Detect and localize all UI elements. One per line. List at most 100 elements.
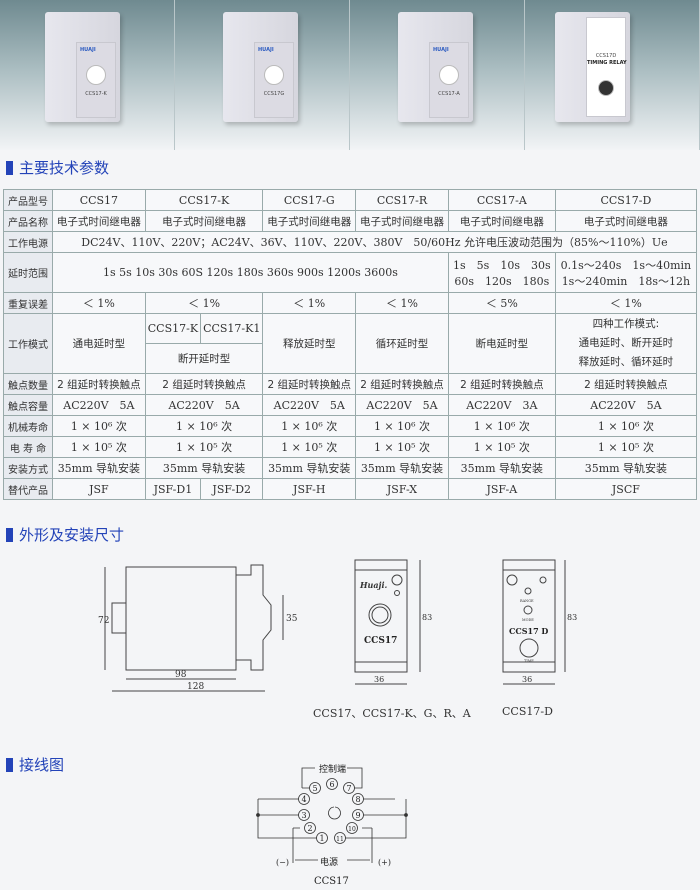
text-label: CCS17-D (554, 189, 698, 211)
text-label: 1 × 10⁶ 次 (447, 415, 556, 437)
pin-label: 11 (336, 836, 344, 843)
pin-label: 4 (301, 795, 306, 804)
text-label: 外形及安装尺寸 (19, 526, 125, 544)
text-label: 1 × 10⁶ 次 (52, 415, 146, 437)
photo-model: CCS17D (595, 53, 617, 59)
caption-ccs17d: CCS17-D (502, 705, 553, 718)
text-label: 重复误差 (3, 292, 53, 314)
control-terminal-label: 控制端 (319, 763, 346, 775)
text-label: ＜ 1% (262, 292, 357, 314)
pin-9 (352, 809, 364, 821)
front-view-ccs17d: RANGE MODE TIME CCS17 D 83 36 (502, 559, 577, 685)
drawing-brand: Huaji. (359, 580, 387, 590)
pin-8 (352, 793, 364, 805)
text-label: CCS17 (52, 189, 146, 211)
text-label: 1 × 10⁶ 次 (554, 415, 698, 437)
pin-label: 6 (329, 780, 334, 789)
text-label: JSCF (554, 478, 698, 500)
section-heading-wiring: 接线图 (6, 754, 64, 775)
text-label: 2 组延时转换触点 (52, 373, 146, 395)
text-label: ＜ 1% (554, 292, 698, 314)
text-label: 35mm 导轨安装 (554, 457, 698, 479)
text-label: 35mm 导轨安装 (262, 457, 357, 479)
time-label: TIME (524, 659, 534, 663)
text-label: AC220V 5A (554, 394, 698, 416)
section-heading-params: 主要技术参数 (6, 157, 109, 178)
text-label: AC220V 5A (144, 394, 264, 416)
text-label: 1s 5s 10s 30s (453, 258, 551, 272)
wiring-caption: CCS17 (314, 876, 349, 887)
text-label: 35mm 导轨安装 (144, 457, 264, 479)
text-label: 1 × 10⁵ 次 (554, 436, 698, 458)
photo-label: TIMING RELAY (587, 60, 627, 66)
text-label: ＜ 1% (52, 292, 146, 314)
pin-3 (298, 809, 310, 821)
pin-label: 3 (301, 811, 306, 820)
text-label: 安装方式 (3, 457, 53, 479)
pin-label: 1 (319, 834, 324, 843)
drawing-model: CCS17 (364, 636, 397, 646)
text-label: 电子式时间继电器 (52, 210, 146, 232)
text-label: 释放延时、循环延时 (578, 356, 674, 368)
pin-label: 5 (312, 784, 317, 793)
text-label: 接线图 (19, 756, 65, 774)
minus-label: (−) (276, 858, 289, 867)
dial-knob (264, 65, 284, 85)
photo-brand: HUAJI (433, 47, 449, 53)
text-label: 1 × 10⁵ 次 (355, 436, 449, 458)
text-label: 1 × 10⁶ 次 (262, 415, 357, 437)
text-label: 1 × 10⁵ 次 (262, 436, 357, 458)
text-label: ＜ 1% (144, 292, 264, 314)
text-label: JSF-X (355, 478, 449, 500)
dim-rail: 35 (286, 614, 298, 624)
text-label: 电子式时间继电器 (554, 210, 698, 232)
text-label: 通电延时、断开延时 (578, 337, 674, 349)
range-label: RANGE (520, 599, 534, 603)
text-label: 1s～240min 18s～12h (561, 274, 691, 288)
text-label: 0.1s～240s 1s～40min (560, 258, 692, 272)
text-label: 通电延时型 (52, 313, 146, 374)
photo-model: CCS17-A (438, 91, 460, 97)
text-label: 2 组延时转换触点 (447, 373, 556, 395)
text-label: 2 组延时转换触点 (262, 373, 357, 395)
photo-model: CCS17G (263, 91, 285, 97)
text-label: 1 × 10⁶ 次 (144, 415, 264, 437)
text-label: JSF-A (447, 478, 556, 500)
text-label: ＜ 1% (355, 292, 449, 314)
text-label: 1 × 10⁵ 次 (52, 436, 146, 458)
text-label: DC24V、110V、220V；AC24V、36V、110V、220V、380V… (52, 231, 697, 253)
text-label: 电子式时间继电器 (447, 210, 556, 232)
pin-label: 7 (346, 784, 351, 793)
text-label: 电子式时间继电器 (262, 210, 357, 232)
text-label: CCS17-R (355, 189, 449, 211)
text-label: 工作模式 (3, 313, 53, 374)
pin-label: 2 (307, 824, 312, 833)
text-label: 机械寿命 (3, 415, 53, 437)
product-photo: HUAJI CCS17-A (350, 0, 525, 150)
text-label: 主要技术参数 (19, 159, 110, 177)
pin-4 (298, 793, 310, 805)
product-photo: HUAJI CCS17G (175, 0, 350, 150)
text-label: 电子式时间继电器 (355, 210, 449, 232)
dim-width: 36 (522, 675, 532, 684)
text-label: 1s 5s 10s 30s 60S 120s 180s 360s 900s 12… (52, 252, 449, 293)
pin-label: 9 (355, 811, 360, 820)
text-label: AC220V 3A (447, 394, 556, 416)
text-label: 1 × 10⁵ 次 (447, 436, 556, 458)
text-label: 触点容量 (3, 394, 53, 416)
text-label: 电 寿 命 (3, 436, 53, 458)
dim-height: 83 (567, 613, 577, 622)
text-label: AC220V 5A (355, 394, 449, 416)
caption-ccs17-series: CCS17、CCS17-K、G、R、A (313, 707, 471, 720)
text-label: 工作电源 (3, 231, 53, 253)
text-label: AC220V 5A (52, 394, 146, 416)
pin-2 (304, 822, 316, 834)
text-label: 替代产品 (3, 478, 53, 500)
photo-brand: HUAJI (258, 47, 274, 53)
text-label: 电子式时间继电器 (144, 210, 264, 232)
text-label: CCS17-K (144, 313, 202, 344)
